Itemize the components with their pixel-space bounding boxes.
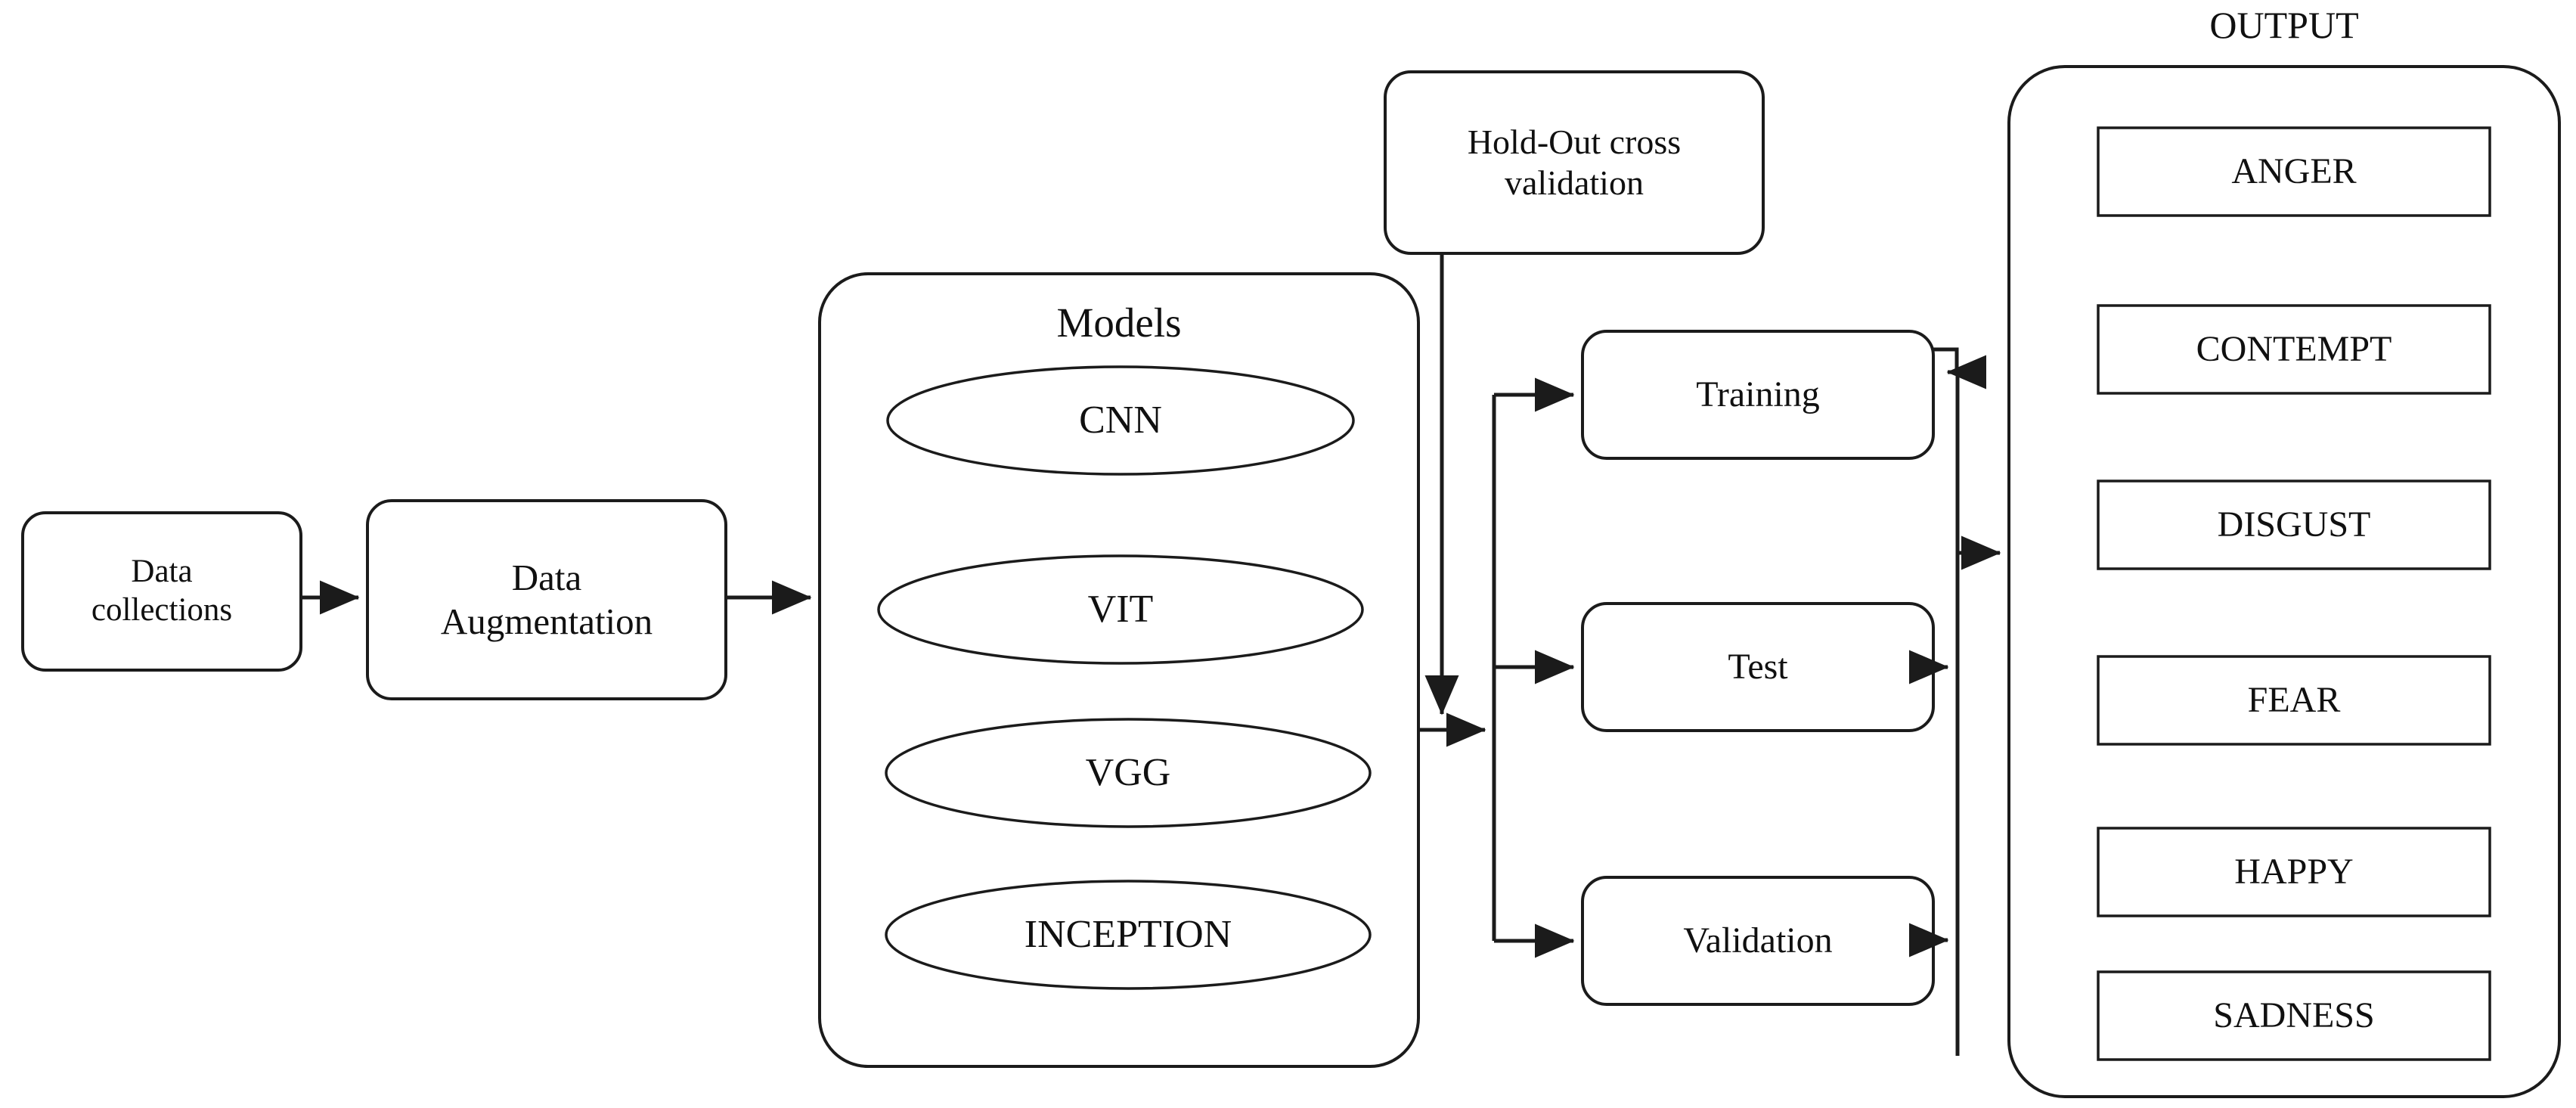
node-split-test-shape[interactable] — [1581, 602, 1935, 732]
node-split-training-shape[interactable] — [1581, 330, 1935, 460]
node-output-fear-shape[interactable] — [2097, 655, 2491, 746]
node-output-sadness-shape[interactable] — [2097, 970, 2491, 1061]
node-models-container-shape[interactable] — [818, 272, 1420, 1068]
node-split-validation-shape[interactable] — [1581, 876, 1935, 1006]
node-data-collections-shape[interactable] — [21, 511, 302, 672]
node-output-contempt-shape[interactable] — [2097, 304, 2491, 395]
node-output-anger-shape[interactable] — [2097, 126, 2491, 217]
node-output-happy-shape[interactable] — [2097, 827, 2491, 917]
edge-training-to-output-bus — [1933, 347, 1986, 390]
node-output-container-shape[interactable] — [2007, 65, 2561, 1098]
node-data-augmentation-shape[interactable] — [366, 499, 727, 700]
node-output-disgust-shape[interactable] — [2097, 480, 2491, 570]
node-model-inception-shape[interactable] — [885, 880, 1372, 990]
node-holdout-shape[interactable] — [1384, 70, 1765, 255]
node-model-vgg-shape[interactable] — [885, 718, 1372, 828]
node-model-vit-shape[interactable] — [877, 554, 1364, 665]
node-model-cnn-shape[interactable] — [886, 365, 1355, 476]
